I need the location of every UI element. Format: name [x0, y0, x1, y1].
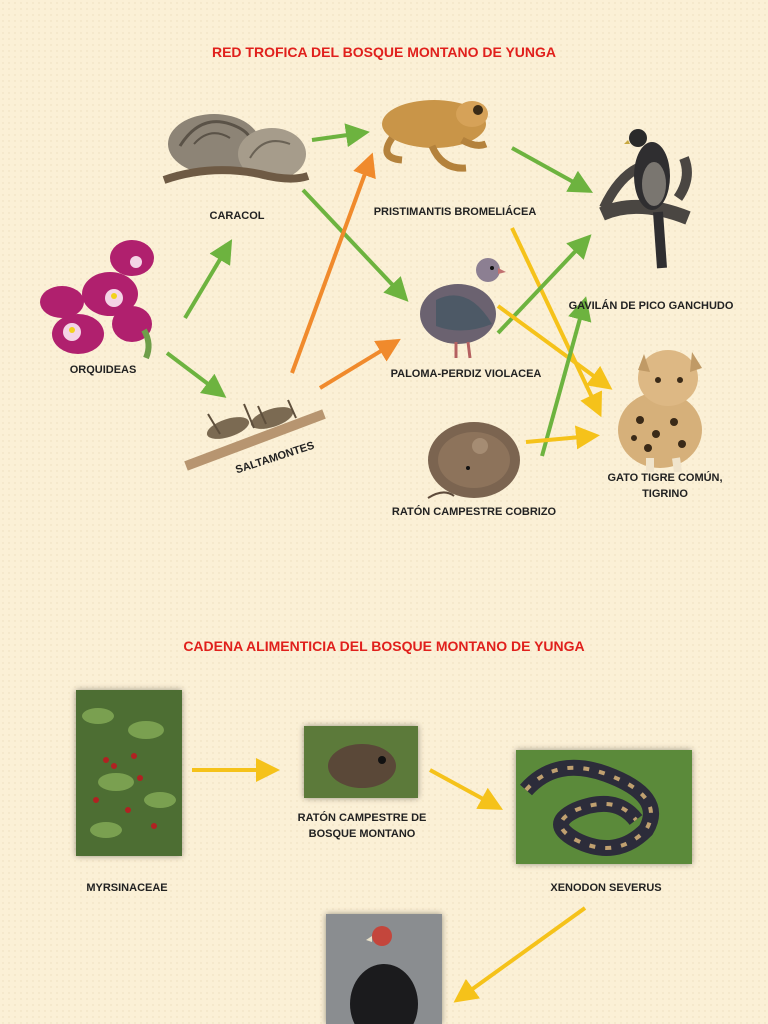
- grasshopper-image: [184, 399, 326, 471]
- arrow-paloma-gato: [496, 304, 613, 390]
- arrow-saltamontes-paloma: [318, 338, 401, 390]
- arrow-caracol-rana: [311, 123, 370, 148]
- orchid-image: [40, 240, 154, 360]
- arrow-orquideas-saltamontes: [165, 351, 227, 398]
- myrsinaceae-photo: [76, 690, 182, 856]
- label-chain-raton: RATÓN CAMPESTRE DE BOSQUE MONTANO: [297, 812, 427, 840]
- vulture-photo: [326, 914, 442, 1024]
- arrow-orquideas-caracol: [183, 239, 233, 320]
- label-gato: GATO TIGRE COMÚN, TIGRINO: [607, 472, 723, 500]
- label-xenodon: XENODON SEVERUS: [550, 882, 662, 894]
- arrow-paloma-gavilan: [496, 234, 592, 335]
- chain-title: CADENA ALIMENTICIA DEL BOSQUE MONTANO DE…: [183, 638, 585, 654]
- mountain-mouse-photo: [304, 726, 418, 798]
- label-raton: RATÓN CAMPESTRE COBRIZO: [391, 506, 557, 518]
- frog-image: [382, 100, 488, 172]
- ocelot-image: [618, 350, 702, 472]
- label-gavilan: GAVILÁN DE PICO GANCHUDO: [568, 300, 734, 312]
- snake-photo: [516, 750, 692, 864]
- label-orquideas: ORQUIDEAS: [69, 364, 137, 376]
- arrow-chain-2: [429, 768, 504, 810]
- arrow-saltamontes-rana: [290, 152, 376, 374]
- arrow-caracol-paloma: [301, 188, 409, 302]
- mouse-image: [427, 422, 520, 499]
- snail-image: [162, 114, 310, 184]
- arrow-raton-gavilan: [540, 296, 592, 457]
- arrow-chain-3: [453, 906, 587, 1003]
- web-title: RED TROFICA DEL BOSQUE MONTANO DE YUNGA: [211, 44, 557, 60]
- arrow-raton-gato: [525, 425, 600, 450]
- label-caracol: CARACOL: [209, 210, 265, 222]
- arrow-rana-gavilan: [511, 146, 593, 193]
- label-paloma: PALOMA-PERDIZ VIOLACEA: [390, 368, 542, 380]
- label-rana: PRISTIMANTIS BROMELIÁCEA: [373, 206, 537, 218]
- hawk-image: [599, 129, 692, 269]
- arrow-rana-gato: [510, 227, 603, 418]
- dove-image: [420, 258, 506, 359]
- label-myrsinaceae: MYRSINACEAE: [86, 882, 168, 894]
